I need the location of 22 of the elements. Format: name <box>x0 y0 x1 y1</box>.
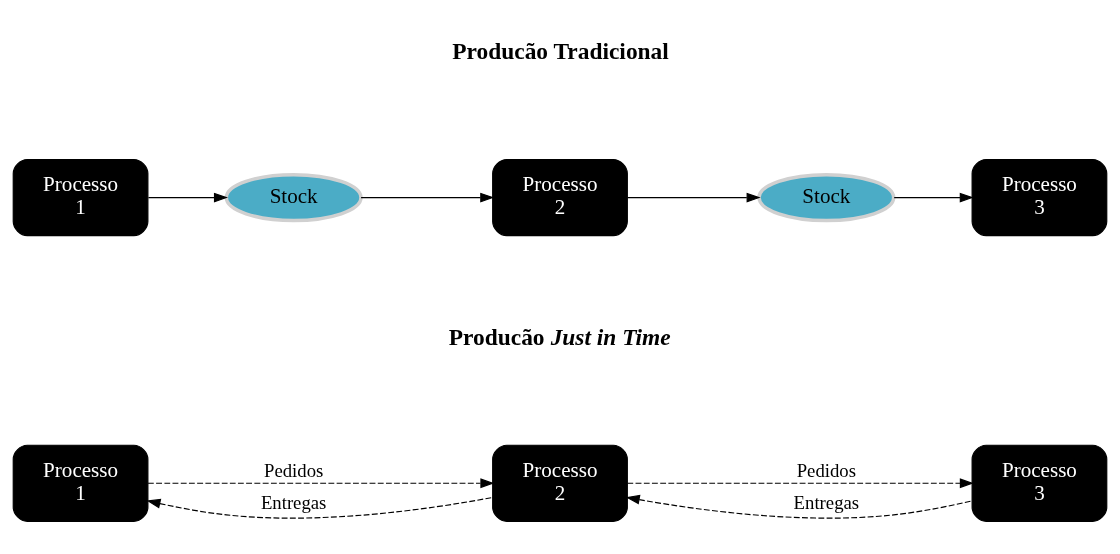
arrow <box>360 192 495 202</box>
label: Producão Tradicional <box>452 37 669 64</box>
edge-label: Pedidos <box>796 459 856 481</box>
arrow <box>147 192 228 202</box>
arrow <box>893 192 974 202</box>
label: Producão Just in Time <box>448 323 671 350</box>
node-box: Processo 3 <box>971 158 1108 236</box>
arrow <box>626 477 974 488</box>
arrow <box>626 192 761 202</box>
arrow <box>147 477 495 488</box>
edge-label: Entregas <box>260 491 327 513</box>
node-box: Processo 1 <box>12 444 149 522</box>
arrow <box>146 496 494 519</box>
node-ellipse: Stock <box>757 172 896 222</box>
node-ellipse: Stock <box>224 172 363 222</box>
node-box: Processo 2 <box>492 444 628 522</box>
node-box: Processo 3 <box>971 444 1108 522</box>
edge-label: Entregas <box>793 491 860 513</box>
node-box: Processo 1 <box>12 158 149 236</box>
edge-label: Pedidos <box>264 459 324 481</box>
arrow <box>625 494 973 519</box>
node-box: Processo 2 <box>492 158 628 236</box>
